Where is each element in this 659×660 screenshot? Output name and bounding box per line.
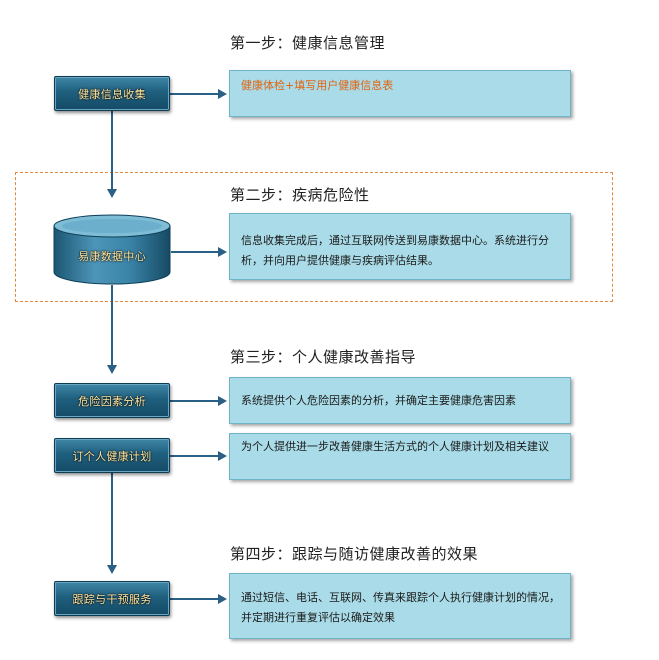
arrow-right-1 bbox=[218, 89, 227, 99]
connector-h-3 bbox=[170, 400, 218, 402]
panel-text: 系统提供个人危险因素的分析，并确定主要健康危害因素 bbox=[241, 394, 516, 407]
connector-3-4 bbox=[111, 473, 113, 565]
panel-risk-factor-analysis: 系统提供个人危险因素的分析，并确定主要健康危害因素 bbox=[229, 377, 571, 424]
panel-tracking-intervention: 通过短信、电话、互联网、传真来跟踪个人执行健康计划的情况，并定期进行重复评估以确… bbox=[229, 573, 571, 639]
connector-h-1 bbox=[170, 93, 218, 95]
arrow-right-3 bbox=[218, 396, 227, 406]
arrow-down-3 bbox=[107, 565, 117, 574]
panel-personal-health-plan: 为个人提供进一步改善健康生活方式的个人健康计划及相关建议 bbox=[229, 433, 571, 480]
connector-h-2 bbox=[171, 251, 218, 253]
arrow-right-2 bbox=[218, 247, 227, 257]
connector-h-4 bbox=[170, 455, 218, 457]
node-data-center: 易康数据中心 bbox=[54, 236, 170, 276]
panel-text: 通过短信、电话、互联网、传真来跟踪个人执行健康计划的情况，并定期进行重复评估以确… bbox=[241, 591, 560, 624]
connector-2-3 bbox=[111, 285, 113, 365]
node-label: 健康信息收集 bbox=[78, 87, 146, 101]
step-3-title: 第三步：个人健康改善指导 bbox=[230, 348, 417, 366]
database-cylinder-icon bbox=[53, 214, 171, 285]
panel-data-center: 信息收集完成后，通过互联网传送到易康数据中心。系统进行分析，并向用户提供健康与疾… bbox=[229, 213, 571, 280]
arrow-right-4 bbox=[218, 451, 227, 461]
panel-text: 健康体检+填写用户健康信息表 bbox=[241, 79, 394, 92]
node-risk-factor-analysis: 危险因素分析 bbox=[54, 383, 170, 418]
node-personal-health-plan: 订个人健康计划 bbox=[54, 438, 170, 473]
connector-h-5 bbox=[170, 598, 218, 600]
node-label: 易康数据中心 bbox=[78, 250, 146, 263]
connector-1-2 bbox=[111, 111, 113, 189]
node-label: 订个人健康计划 bbox=[72, 449, 152, 463]
panel-text: 信息收集完成后，通过互联网传送到易康数据中心。系统进行分析，并向用户提供健康与疾… bbox=[241, 234, 549, 267]
node-tracking-intervention: 跟踪与干预服务 bbox=[54, 581, 170, 616]
arrow-down-1 bbox=[107, 189, 117, 198]
panel-health-info-collection: 健康体检+填写用户健康信息表 bbox=[229, 70, 571, 117]
panel-text: 为个人提供进一步改善健康生活方式的个人健康计划及相关建议 bbox=[241, 440, 549, 453]
step-2-title: 第二步：疾病危险性 bbox=[230, 186, 370, 204]
step-4-title: 第四步：跟踪与随访健康改善的效果 bbox=[230, 545, 479, 563]
step-1-title: 第一步：健康信息管理 bbox=[230, 34, 386, 52]
arrow-down-2 bbox=[107, 365, 117, 374]
node-health-info-collection: 健康信息收集 bbox=[54, 76, 170, 111]
node-label: 跟踪与干预服务 bbox=[72, 592, 152, 606]
arrow-right-5 bbox=[218, 594, 227, 604]
step-2-group-frame bbox=[15, 172, 613, 302]
node-label: 危险因素分析 bbox=[78, 394, 146, 408]
